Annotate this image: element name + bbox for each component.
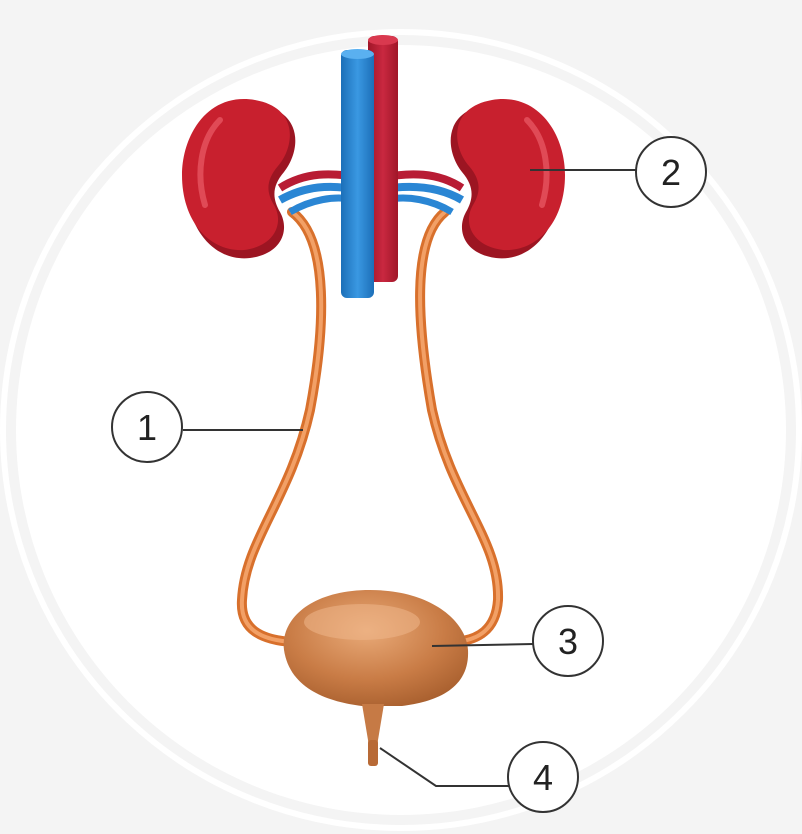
urethra: [362, 704, 384, 766]
aorta: [368, 35, 398, 282]
backdrop-ring: [0, 29, 802, 831]
callout-number: 4: [533, 757, 553, 798]
urinary-bladder: [283, 590, 469, 706]
callout-number: 1: [137, 407, 157, 448]
ureters: [236, 207, 504, 647]
callout-2: 2: [635, 136, 707, 208]
right-kidney: [450, 99, 565, 259]
leader-lines: [183, 169, 637, 787]
callout-1: 1: [111, 391, 183, 463]
leader-line-4: [379, 747, 510, 787]
callout-number: 3: [558, 621, 578, 662]
left-kidney: [182, 99, 296, 259]
vena-cava: [341, 49, 374, 298]
callout-4: 4: [507, 741, 579, 813]
callout-number: 2: [661, 152, 681, 193]
callout-3: 3: [532, 605, 604, 677]
leader-line-3: [431, 643, 534, 647]
